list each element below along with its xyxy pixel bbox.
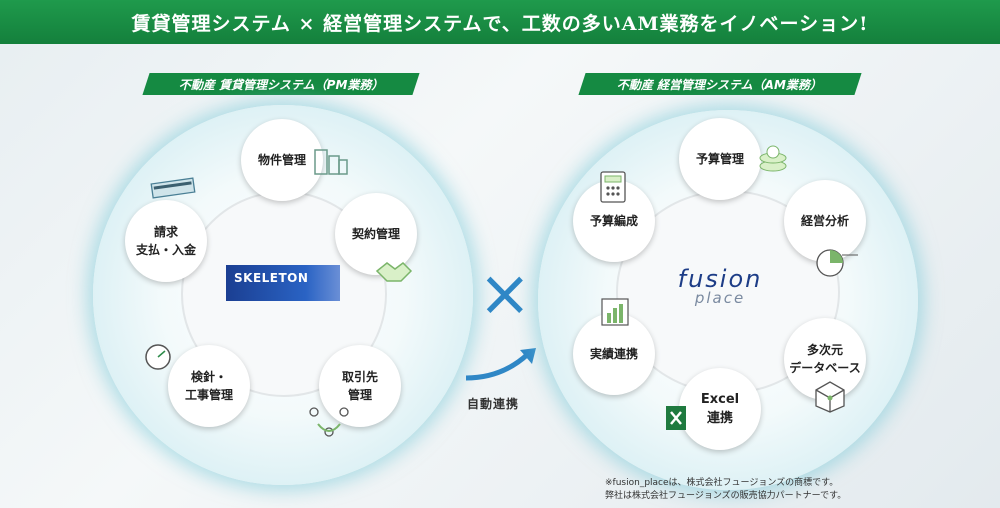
pie-chart-icon — [816, 249, 858, 277]
fusion-logo-text: fusion — [677, 265, 763, 293]
node-analysis-label: 経営分析 — [800, 214, 849, 228]
auto-link-label: 自動連携 — [467, 397, 520, 411]
arrow-icon — [465, 348, 536, 381]
node-budget-label: 予算管理 — [695, 152, 744, 166]
calculator-icon — [600, 171, 626, 203]
skeleton-logo-text: SKELETON — [234, 271, 309, 285]
footnote-line-2: 弊社は株式会社フュージョンズの販売協力パートナーです。 — [605, 491, 847, 502]
coin-stack-icon — [759, 145, 787, 172]
node-property-management: 物件管理 — [241, 119, 323, 201]
left-system-tag: 不動産 賃貸管理システム（PM業務） — [142, 73, 420, 95]
node-excel-label-1: Excel — [700, 391, 740, 407]
node-budget-management: 予算管理 — [679, 118, 761, 200]
node-results-label: 実績連携 — [589, 347, 638, 361]
skeleton-logo: SKELETON — [226, 265, 340, 301]
right-system-tag: 不動産 経営管理システム（AM業務） — [578, 73, 862, 95]
node-multidim-label-1: 多次元 — [806, 343, 843, 357]
building-icon — [314, 149, 348, 175]
credit-card-icon — [150, 177, 196, 199]
node-results-integration: 実績連携 — [573, 313, 655, 395]
node-property-label: 物件管理 — [257, 153, 306, 167]
footnote: ※fusion_placeは、株式会社フュージョンズの商標です。 弊社は株式会社… — [605, 477, 846, 503]
integration-cross-symbol: × — [478, 257, 532, 331]
node-inspection-construction: 検針・ 工事管理 — [168, 345, 250, 427]
node-billing-label-1: 請求 — [153, 225, 178, 239]
right-system-tag-label: 不動産 経営管理システム（AM業務） — [617, 77, 823, 92]
footnote-line-1: ※fusion_placeは、株式会社フュージョンズの商標です。 — [605, 478, 839, 488]
bar-chart-icon — [601, 298, 629, 326]
node-contract-management: 契約管理 — [335, 193, 417, 275]
node-business-analysis: 経営分析 — [784, 180, 866, 262]
excel-icon — [666, 406, 686, 430]
node-partner-label-2: 管理 — [347, 388, 372, 402]
node-multidim-label-2: データベース — [789, 361, 861, 375]
node-excel-label-2: 連携 — [706, 411, 733, 426]
node-billing-payment: 請求 支払・入金 — [125, 200, 207, 282]
node-planning-label: 予算編成 — [589, 214, 638, 228]
cube-icon — [815, 381, 845, 413]
people-network-icon — [309, 407, 349, 437]
node-contract-label: 契約管理 — [351, 227, 400, 241]
node-partner-management: 取引先 管理 — [319, 345, 401, 427]
handshake-icon — [375, 262, 413, 282]
banner-title: 賃貸管理システム × 経営管理システムで、工数の多いAM業務をイノベーション! — [0, 0, 1000, 44]
node-inspection-label-1: 検針・ — [190, 370, 227, 384]
fusion-place-logo: fusion place — [655, 265, 785, 307]
node-inspection-label-2: 工事管理 — [184, 388, 233, 402]
node-partner-label-1: 取引先 — [341, 370, 378, 384]
gauge-icon — [145, 344, 171, 370]
node-excel-integration: Excel 連携 — [679, 368, 761, 450]
node-billing-label-2: 支払・入金 — [135, 243, 196, 257]
place-logo-text: place — [694, 289, 746, 307]
left-system-tag-label: 不動産 賃貸管理システム（PM業務） — [178, 77, 384, 92]
